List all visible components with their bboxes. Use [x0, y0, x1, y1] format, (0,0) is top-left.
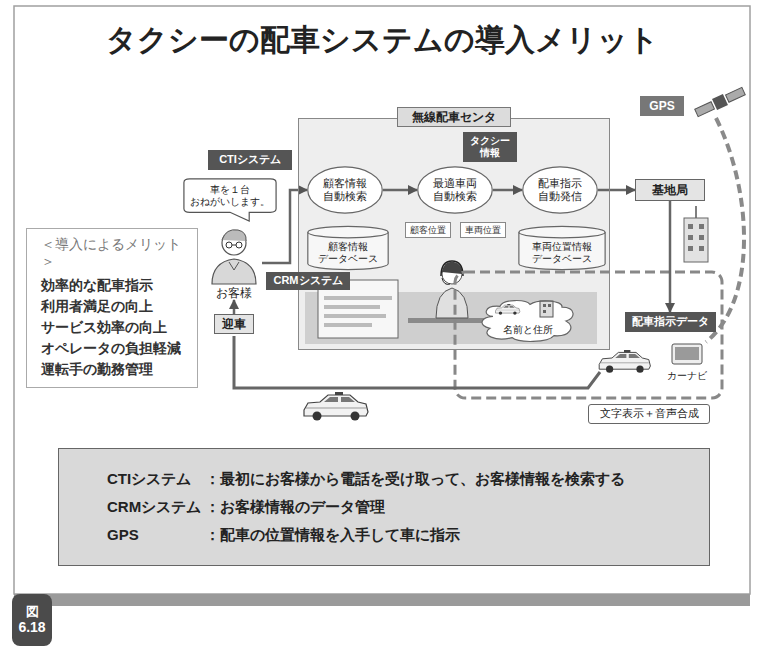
flow-arrow — [233, 300, 236, 314]
data-tag: 配車指示データ — [625, 312, 716, 332]
node-label: 配車指示 自動発信 — [532, 177, 588, 203]
node-label: 車両位置 — [465, 225, 501, 236]
pickup-box: 迎車 — [214, 314, 254, 334]
speech-bubble-outline — [184, 179, 276, 221]
definition-box: CTIシステム：最初にお客様から電話を受け取って、お客様情報を検索するCRMシス… — [58, 448, 710, 566]
flow-arrow — [493, 189, 522, 192]
process-ellipse-outline — [523, 167, 597, 213]
figure-badge: 図6.18 — [12, 594, 52, 646]
gps-satellite — [694, 86, 746, 119]
speech-bubble: 車を１台 おねがいします。 — [182, 178, 278, 222]
base-station-box: 基地局 — [635, 179, 705, 201]
term-definition: ：配車の位置情報を入手して車に指示 — [205, 526, 661, 544]
node-label: 基地局 — [652, 183, 688, 197]
term-label: GPS — [107, 526, 201, 544]
merit-item: オペレータの負担軽減 — [41, 338, 181, 359]
process-ellipse-outline — [418, 167, 492, 213]
node-label: GPS — [649, 99, 674, 113]
diagram-title: タクシーの配車システムの導入メリット — [14, 20, 750, 61]
merit-item: 運転手の勤務管理 — [41, 359, 153, 380]
info-tag: タクシー 情報 — [463, 132, 517, 162]
term-definition: ：お客様情報のデータ管理 — [205, 498, 661, 516]
database-cylinder-outline — [308, 226, 388, 269]
dispatch-region — [455, 272, 722, 398]
screen-cloud-outline — [478, 298, 578, 344]
node-label: 最適車両 自動検索 — [427, 177, 483, 203]
merits-box: ＜導入によるメリット＞ 効率的な配車指示利用者満足の向上サービス効率の向上オペレー… — [26, 228, 198, 388]
node-label: 迎車 — [222, 317, 246, 331]
node-label: 車を１台 おねがいします。 — [188, 184, 272, 208]
building-icon — [540, 301, 553, 317]
flow-arrow — [669, 201, 672, 312]
process-ellipse-outline — [308, 167, 382, 213]
slide-frame — [14, 6, 750, 594]
center-box: 無線配車センタ顧客情報 自動検索タクシー 情報最適車両 自動検索配車指示 自動発… — [298, 118, 610, 350]
node-label: CTIシステム — [219, 153, 281, 166]
merit-item: サービス効率の向上 — [41, 317, 167, 338]
cloud-fill — [482, 301, 573, 342]
node-label: 車両位置情報 データベース — [523, 241, 601, 265]
pickup-route — [234, 336, 600, 388]
gps-tag: GPS — [640, 96, 684, 116]
node-label: CRMシステム — [273, 274, 342, 287]
system-tag: CTIシステム — [208, 150, 292, 170]
car-navigation — [672, 344, 702, 364]
flow-arrow — [598, 189, 635, 192]
node-label: カーナビ — [667, 370, 707, 382]
node-label: 配車指示データ — [632, 315, 709, 328]
process-ellipse: 配車指示 自動発信 — [522, 166, 598, 214]
taxi-pickup — [304, 392, 368, 421]
node-label: 名前と住所 — [503, 324, 553, 336]
system-tag: CRMシステム — [266, 272, 350, 290]
figure-label: 図 — [26, 604, 39, 620]
node-label: 顧客位置 — [410, 225, 446, 236]
node-label: 顧客情報 データベース — [312, 241, 384, 265]
operator-figure — [408, 261, 492, 323]
merits-heading: ＜導入によるメリット＞ — [41, 236, 183, 270]
node-label: タクシー 情報 — [467, 135, 513, 159]
screen-cloud-outline — [482, 301, 573, 342]
screen-cloud: 名前と住所 — [478, 298, 578, 344]
bottom-bar — [14, 594, 750, 606]
process-ellipse: 顧客情報 自動検索 — [307, 166, 383, 214]
gps-signal — [706, 118, 744, 342]
flow-arrow — [383, 189, 417, 192]
node-label: お客様 — [216, 286, 252, 300]
customer-node: お客様 — [206, 226, 262, 300]
database-cylinder: 車両位置情報 データベース — [518, 226, 606, 270]
taxi-in-region — [599, 350, 650, 373]
position-box: 車両位置 — [460, 222, 506, 238]
database-cylinder: 顧客情報 データベース — [307, 226, 389, 270]
figure-number: 6.18 — [18, 619, 45, 636]
database-cylinder-outline — [519, 232, 605, 238]
node-label: 顧客情報 自動検索 — [317, 177, 373, 203]
term-definition: ：最初にお客様から電話を受け取って、お客様情報を検索する — [205, 470, 661, 488]
center-title: 無線配車センタ — [397, 107, 511, 127]
car-navi-label: カーナビ — [662, 368, 712, 384]
merit-item: 効率的な配車指示 — [41, 275, 153, 296]
node-label: 文字表示＋音声合成 — [600, 407, 699, 420]
term-label: CTIシステム — [107, 470, 201, 488]
merit-item: 利用者満足の向上 — [41, 296, 153, 317]
customer-figure — [212, 230, 256, 284]
output-box: 文字表示＋音声合成 — [588, 404, 710, 424]
database-cylinder-outline — [308, 232, 388, 238]
base-station-building — [684, 206, 708, 262]
database-cylinder-outline — [519, 226, 605, 269]
center-fill — [298, 118, 610, 350]
process-ellipse: 最適車両 自動検索 — [417, 166, 493, 214]
position-box: 顧客位置 — [405, 222, 451, 238]
term-label: CRMシステム — [107, 498, 201, 516]
